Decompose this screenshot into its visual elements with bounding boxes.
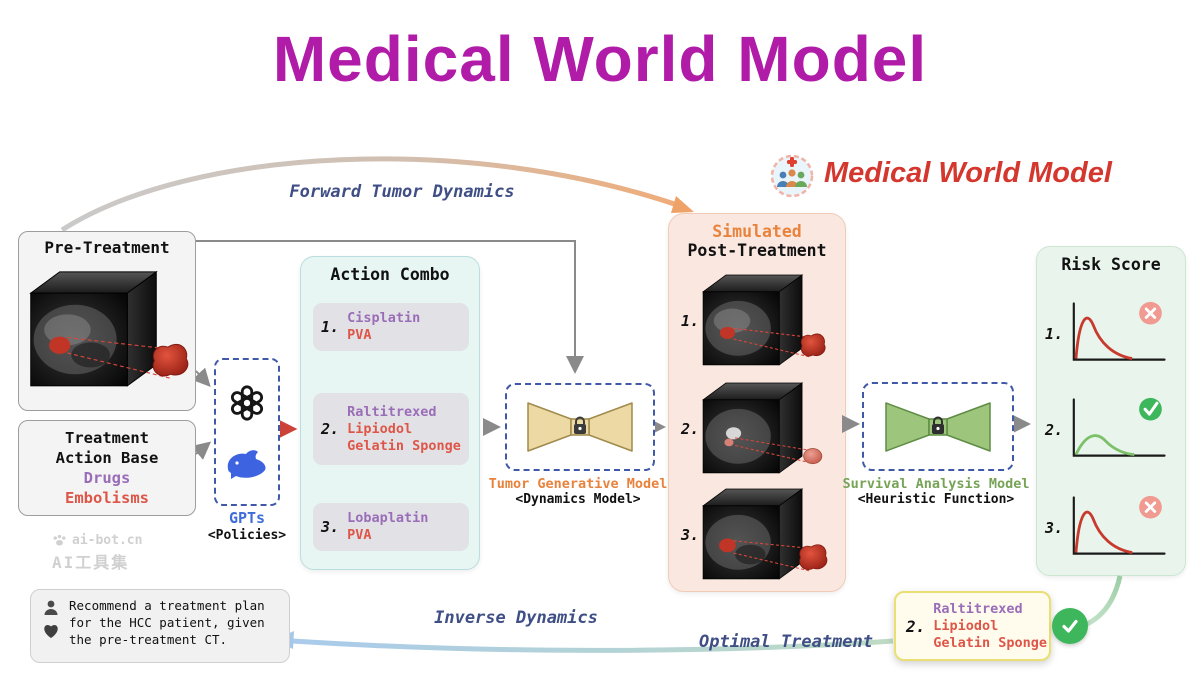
risk-score-title: Risk Score <box>1061 255 1161 274</box>
action-combo-title: Action Combo <box>330 265 450 284</box>
item-number: 3. <box>321 518 340 536</box>
risk-item-1: 1. <box>1037 291 1187 383</box>
simulated-ct-volume-3 <box>701 488 828 580</box>
pre-treatment-ct-volume <box>29 270 189 387</box>
watermark: ai-bot.cn AI工具集 <box>52 533 142 573</box>
post-treatment-title: Post-Treatment <box>687 241 827 260</box>
mwm-logo-text: Medical World Model <box>824 157 1112 189</box>
lock-icon <box>933 416 943 424</box>
drug-name: Raltitrexed <box>347 403 437 420</box>
embolism-name: PVA <box>347 527 372 543</box>
item-number: 2. <box>906 616 926 636</box>
simulated-title: Simulated <box>712 222 802 241</box>
simulated-ct-volume-2 <box>701 382 823 474</box>
action-combo-item-3: 3. Lobaplatin PVA <box>313 503 469 551</box>
tumor-model-caption: Tumor Generative Model <Dynamics Model> <box>462 476 694 507</box>
item-number: 2. <box>1045 421 1064 439</box>
survival-model-sublabel: <Heuristic Function> <box>857 492 1015 507</box>
openai-icon <box>230 384 264 421</box>
prompt-text: Recommend a treatment plan for the HCC p… <box>69 598 265 647</box>
paw-icon <box>53 534 66 546</box>
encoder-decoder-icon <box>527 402 633 452</box>
embolism-name: Lipiodol <box>347 420 413 437</box>
action-base-drugs: Drugs <box>83 469 131 487</box>
drug-name: Lobaplatin <box>347 510 429 526</box>
embolism-name: Gelatin Sponge <box>933 634 1048 651</box>
item-number: 1. <box>1045 325 1064 343</box>
action-combo-item-1: 1. Cisplatin PVA <box>313 303 469 351</box>
forward-dynamics-label: Forward Tumor Dynamics <box>289 182 515 202</box>
embolism-name: Gelatin Sponge <box>347 437 461 454</box>
gpts-label: GPTs <box>228 509 266 527</box>
policies-sublabel: <Policies> <box>207 528 287 543</box>
survival-model-name: Survival Analysis Model <box>842 476 1030 492</box>
policies-box <box>214 358 280 506</box>
treatment-action-base-panel: Treatment Action Base Drugs Embolisms <box>18 420 196 516</box>
risk-item-2: 2. <box>1037 387 1187 479</box>
tumor-model-sublabel: <Dynamics Model> <box>515 492 641 507</box>
action-combo-item-2: 2. Raltitrexed Lipiodol Gelatin Sponge <box>313 393 469 465</box>
drug-name: Cisplatin <box>347 310 421 326</box>
item-number: 2. <box>321 420 340 438</box>
item-number: 3. <box>1045 519 1064 537</box>
risk-item-3: 3. <box>1037 485 1187 577</box>
risk-score-panel: Risk Score 1. 2. 3. <box>1036 246 1186 576</box>
item-number: 2. <box>681 420 700 438</box>
item-number: 1. <box>321 318 340 336</box>
watermark-line2: AI工具集 <box>52 553 130 572</box>
watermark-line1: ai-bot.cn <box>72 533 143 548</box>
user-icon <box>44 600 58 615</box>
simulated-post-treatment-panel: Simulated Post-Treatment 1. 2. <box>668 213 846 592</box>
action-base-embolisms: Embolisms <box>65 489 149 507</box>
optimal-treatment-label: Optimal Treatment <box>699 632 873 652</box>
action-base-title-line2: Action Base <box>55 449 159 467</box>
page-title: Medical World Model <box>272 23 928 95</box>
connector-arrows <box>191 367 1031 460</box>
simulated-ct-volume-1 <box>701 274 826 366</box>
risk-curve-low <box>1072 397 1166 457</box>
item-number: 3. <box>681 526 700 544</box>
simulated-item-1: 1. <box>669 270 847 374</box>
simulated-item-2: 2. <box>669 378 847 482</box>
deepseek-whale-icon <box>227 449 266 479</box>
optimal-treatment-box: 2. Raltitrexed Lipiodol Gelatin Sponge <box>894 591 1051 661</box>
conditioning-line <box>196 240 584 374</box>
heart-icon <box>44 625 58 638</box>
user-prompt-bubble: Recommend a treatment plan for the HCC p… <box>30 589 290 663</box>
item-number: 1. <box>681 312 700 330</box>
embolism-name: PVA <box>347 327 372 343</box>
survival-model-caption: Survival Analysis Model <Heuristic Funct… <box>822 476 1050 507</box>
tumor-generative-model-box <box>505 383 655 471</box>
tumor-model-name: Tumor Generative Model <box>488 476 668 492</box>
simulated-item-3: 3. <box>669 484 847 588</box>
lock-icon <box>575 416 585 424</box>
action-combo-panel: Action Combo 1. Cisplatin PVA 2. Raltitr… <box>300 256 480 570</box>
forward-dynamics-arrow <box>60 156 694 233</box>
inverse-dynamics-label: Inverse Dynamics <box>434 608 598 628</box>
pre-treatment-panel: Pre-Treatment <box>18 231 196 411</box>
selected-check-icon <box>1052 608 1088 644</box>
encoder-decoder-icon <box>885 401 991 452</box>
action-base-title-line1: Treatment <box>65 429 149 447</box>
pre-treatment-title: Pre-Treatment <box>44 238 170 257</box>
drug-name: Raltitrexed <box>933 600 1023 617</box>
mwm-logo-icon <box>770 154 814 198</box>
survival-analysis-model-box <box>862 382 1014 471</box>
risk-curve-high <box>1072 495 1166 555</box>
embolism-name: Lipiodol <box>933 617 999 634</box>
risk-curve-high <box>1072 301 1166 361</box>
